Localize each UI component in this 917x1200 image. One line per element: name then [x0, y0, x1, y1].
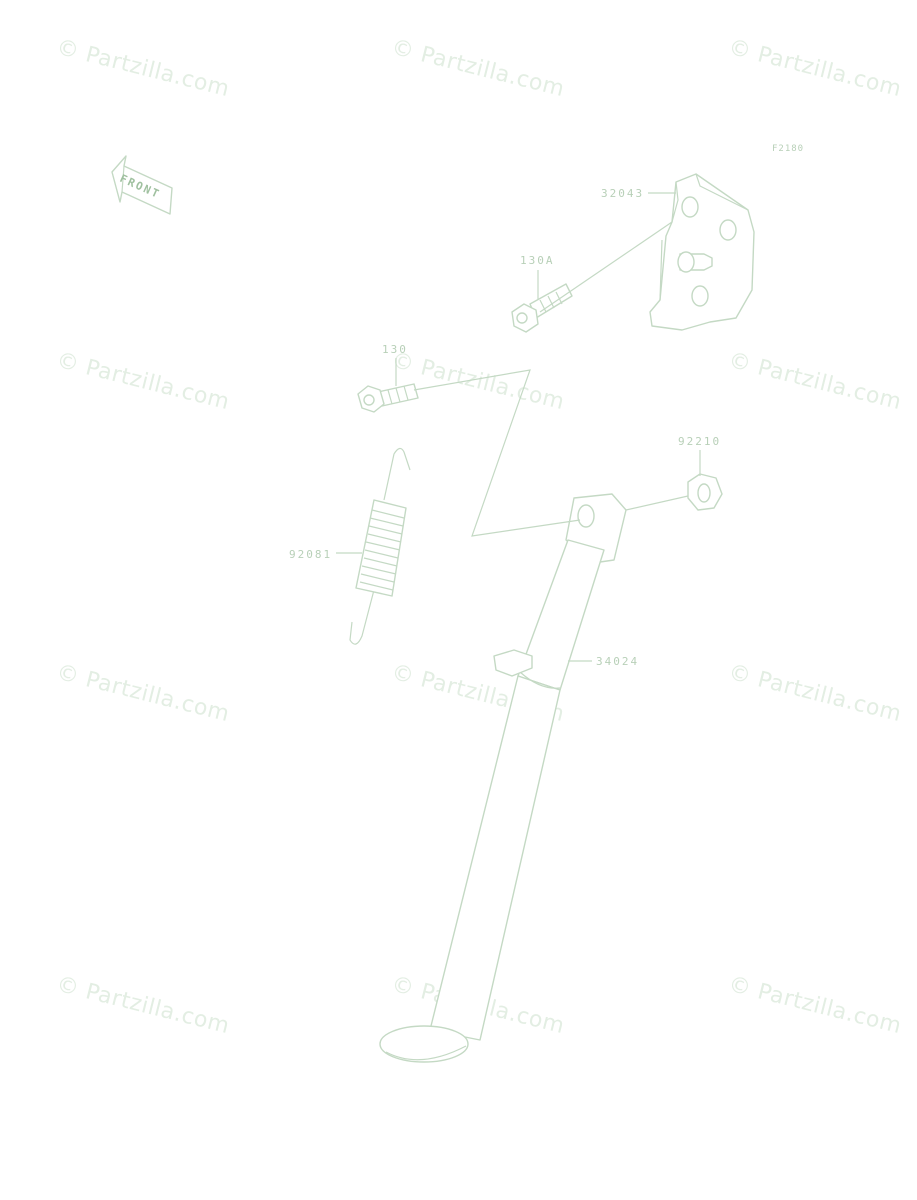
side-stand-part — [379, 493, 627, 1063]
part-number-130: 130 — [382, 343, 408, 356]
part-number-130a: 130A — [520, 254, 555, 267]
leader-lines — [336, 192, 701, 662]
spring-part — [349, 447, 411, 645]
part-number-32043: 32043 — [601, 187, 644, 200]
figure-code: F2180 — [772, 144, 804, 154]
bolt-130-part — [357, 383, 419, 413]
bolt-130a-part — [511, 283, 573, 333]
part-number-92210: 92210 — [678, 435, 721, 448]
assembly-lines — [413, 221, 689, 537]
part-number-34024: 34024 — [596, 655, 639, 668]
part-number-92081: 92081 — [289, 548, 332, 561]
bracket-part — [649, 173, 755, 331]
nut-part — [687, 473, 723, 511]
front-arrow-icon: FRONT — [111, 155, 173, 215]
